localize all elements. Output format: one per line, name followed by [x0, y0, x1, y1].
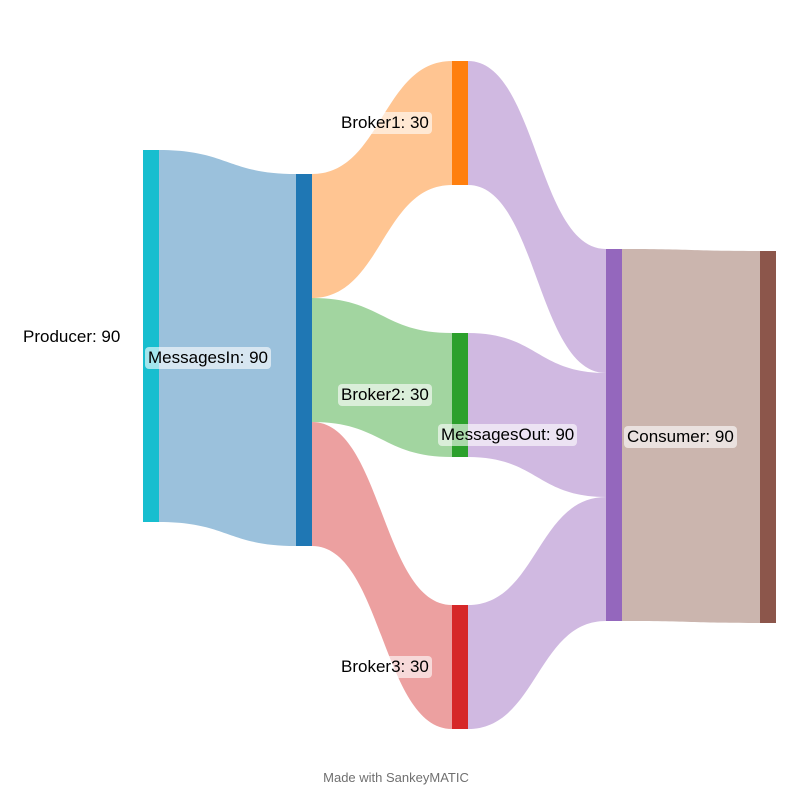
node-messagesin[interactable] — [296, 174, 312, 546]
flow-messagesin-to-broker2[interactable] — [312, 298, 452, 457]
footer-credit[interactable]: Made with SankeyMATIC — [323, 770, 469, 785]
flow-messagesin-to-broker3[interactable] — [312, 422, 452, 729]
node-label-consumer: Consumer: 90 — [624, 426, 737, 448]
node-messagesout[interactable] — [606, 249, 622, 621]
node-label-messagesin: MessagesIn: 90 — [145, 347, 272, 369]
node-label-broker1: Broker1: 30 — [338, 112, 432, 134]
node-label-producer: Producer: 90 — [23, 327, 121, 346]
flow-messagesin-to-broker1[interactable] — [312, 61, 452, 298]
node-label-broker3: Broker3: 30 — [338, 656, 432, 678]
flow-broker2-to-messagesout[interactable] — [468, 333, 606, 497]
node-producer[interactable] — [143, 150, 159, 522]
node-broker3[interactable] — [452, 605, 468, 729]
node-broker1[interactable] — [452, 61, 468, 185]
node-label-messagesout: MessagesOut: 90 — [438, 424, 578, 446]
node-label-broker2: Broker2: 30 — [338, 384, 432, 406]
flow-broker1-to-messagesout[interactable] — [468, 61, 606, 373]
node-consumer[interactable] — [760, 251, 776, 623]
flow-broker3-to-messagesout[interactable] — [468, 497, 606, 729]
